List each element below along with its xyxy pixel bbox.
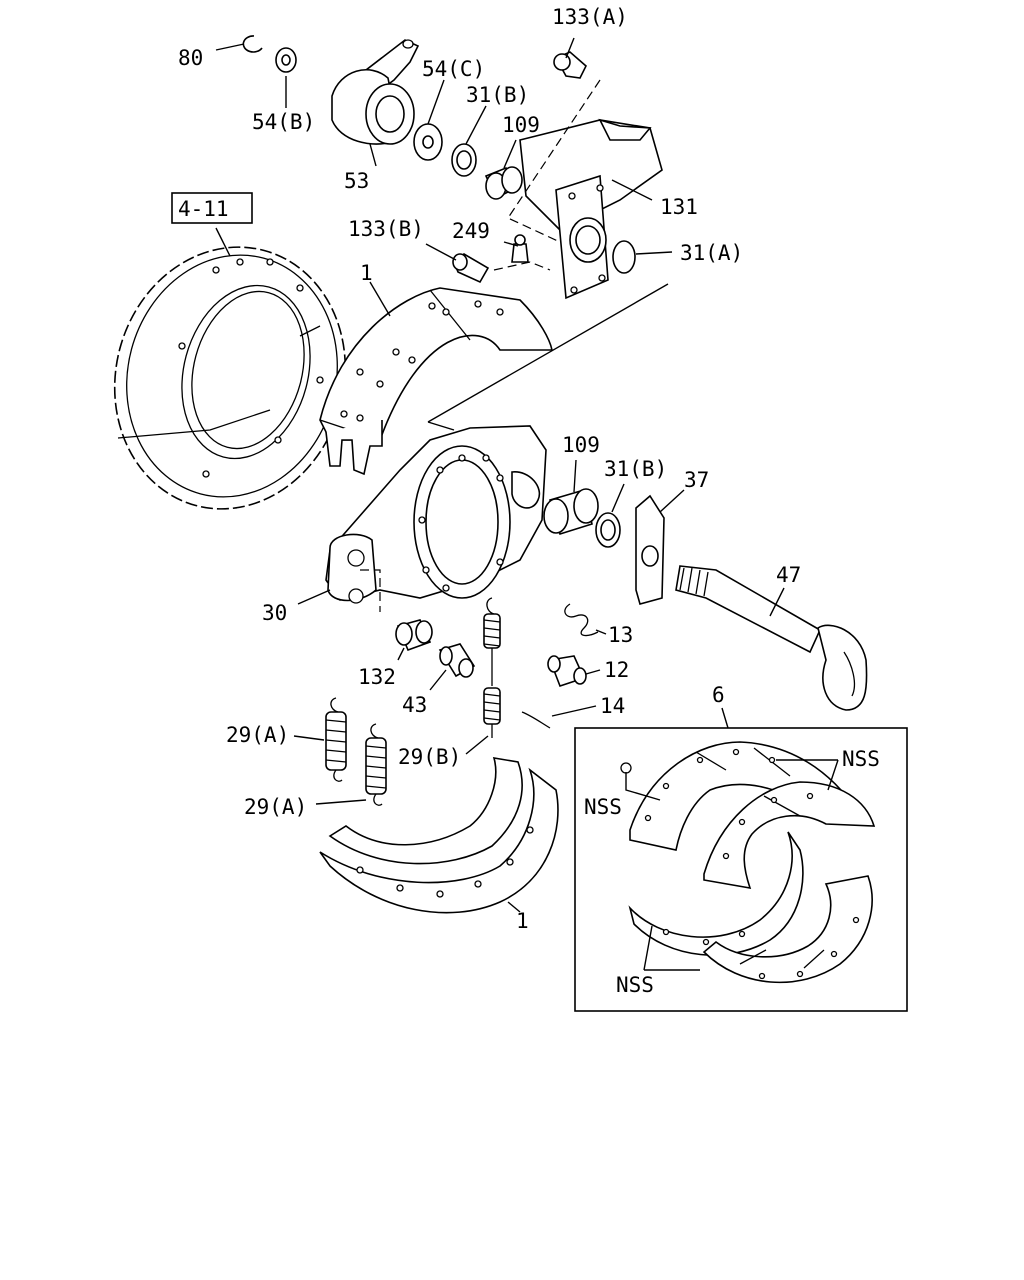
part-131-camshaft-bracket [519, 118, 663, 300]
part-31a-plug [612, 240, 636, 274]
part-37-washer-plate [635, 494, 665, 605]
label-37: 37 [684, 468, 709, 492]
label-12: 12 [604, 658, 629, 682]
dust-shield-backing-plate [113, 246, 347, 510]
part-31b-top-seal [451, 143, 477, 177]
ref-4-11-box [171, 192, 253, 224]
label-133b: 133(B) [348, 217, 424, 241]
label-54b: 54(B) [252, 110, 315, 134]
label-14: 14 [600, 694, 625, 718]
label-133a: 133(A) [552, 5, 628, 29]
part-54c-washer [413, 123, 443, 161]
spring-29b-upper [483, 597, 501, 686]
label-31b-top: 31(B) [466, 83, 529, 107]
part-249-grease-nipple [511, 234, 529, 263]
label-80: 80 [178, 46, 203, 70]
label-nss-2: NSS [584, 795, 622, 819]
part-31b-mid-seal [595, 512, 621, 548]
kit-shoe-lining-4 [702, 875, 873, 984]
label-6: 6 [712, 683, 725, 707]
label-31b-mid: 31(B) [604, 457, 667, 481]
part-53-slack-adjuster [331, 39, 420, 145]
label-47: 47 [776, 563, 801, 587]
label-nss-1: NSS [842, 747, 880, 771]
label-53: 53 [344, 169, 369, 193]
part-133b-bolt [452, 253, 490, 284]
label-29a-first: 29(A) [226, 723, 289, 747]
part-109-mid-bushing [543, 488, 599, 536]
part-54b-washer [275, 47, 297, 73]
label-249: 249 [452, 219, 490, 243]
label-43: 43 [402, 693, 427, 717]
label-29a-second: 29(A) [244, 795, 307, 819]
part-43-anchor-pin [438, 643, 476, 678]
part-80-snap-ring [242, 35, 263, 53]
label-1-top: 1 [360, 261, 373, 285]
kit-shoe-lining-2 [703, 781, 876, 890]
label-13: 13 [608, 623, 633, 647]
label-31a: 31(A) [680, 241, 743, 265]
part-132-bushing [395, 619, 433, 652]
leader-lines [215, 37, 839, 971]
part-6-shoe-kit-box [574, 727, 908, 1012]
part-14-spring [521, 711, 551, 729]
part-47-camshaft [675, 565, 868, 711]
label-nss-3: NSS [616, 973, 654, 997]
part-30-brake-spider [325, 425, 547, 604]
label-131: 131 [660, 195, 698, 219]
part-1-lower-brake-shoe [319, 757, 559, 914]
spring-29b-lower [483, 687, 501, 738]
label-30: 30 [262, 601, 287, 625]
label-4-11: 4-11 [178, 197, 229, 221]
label-29b: 29(B) [398, 745, 461, 769]
part-133a-bolt [553, 51, 587, 79]
label-1-bottom: 1 [516, 909, 529, 933]
part-12-pin [547, 655, 587, 688]
label-109-top: 109 [502, 113, 540, 137]
spring-29a-second [365, 723, 387, 806]
part-109-top-bushing [484, 166, 523, 200]
spring-29a-first [325, 697, 347, 782]
part-13-spring-clip [564, 603, 599, 637]
label-109-mid: 109 [562, 433, 600, 457]
part-1-upper-brake-shoe [319, 287, 553, 476]
label-54c: 54(C) [422, 57, 485, 81]
label-132: 132 [358, 665, 396, 689]
